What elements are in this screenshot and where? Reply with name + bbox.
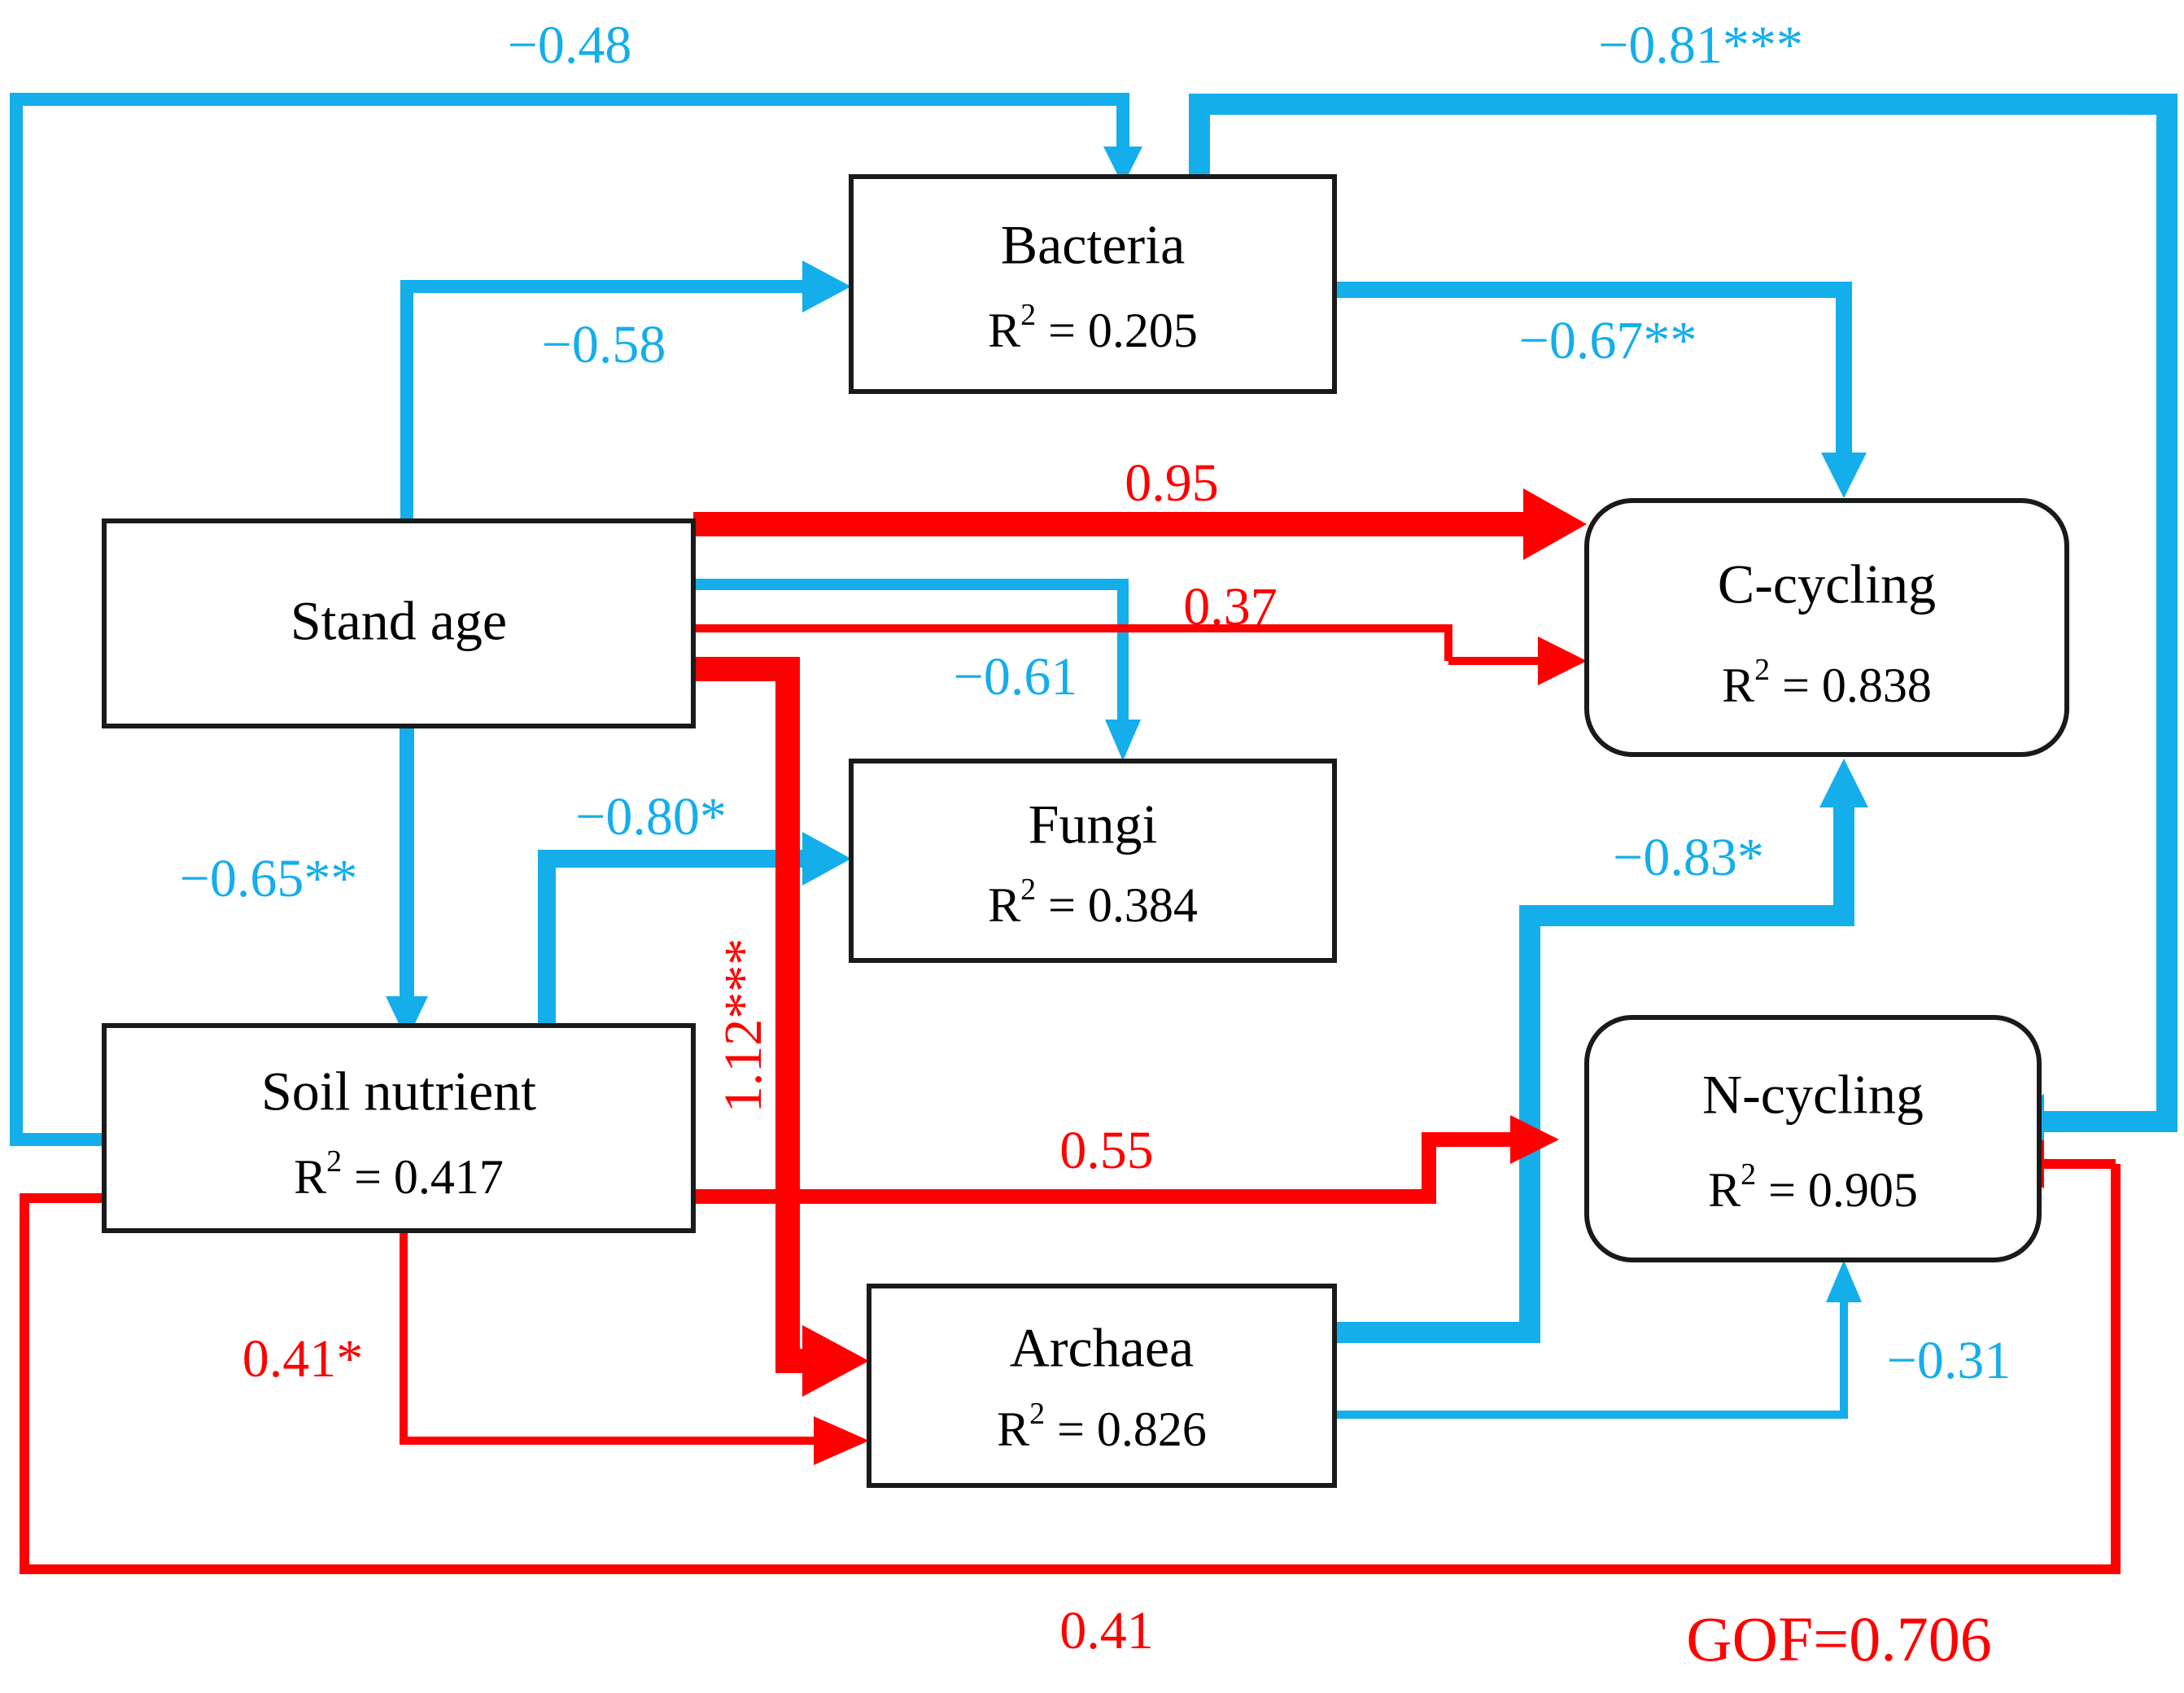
edge-label-pos-041-star: 0.41* xyxy=(242,1329,364,1389)
node-bacteria-title: Bacteria xyxy=(1001,214,1186,276)
edge-soil-to-fungi[interactable] xyxy=(538,832,851,1040)
edge-standage-to-soilnutrient[interactable] xyxy=(386,726,428,1040)
edge-label-pos-037: 0.37 xyxy=(1183,577,1278,637)
arrowhead-red xyxy=(814,1416,869,1465)
edge-archaea-to-ncycling[interactable] xyxy=(1334,1260,1862,1419)
arrowhead-blue xyxy=(1821,453,1867,498)
edge-soil-to-ncycling[interactable] xyxy=(693,1115,1559,1204)
arrowhead-blue xyxy=(802,832,851,886)
arrowhead-red xyxy=(1510,1115,1559,1164)
arrowhead-blue xyxy=(1826,1260,1862,1302)
arrowhead-blue xyxy=(1105,720,1141,761)
edge-label-neg-065: −0.65** xyxy=(180,849,358,908)
node-soil-nutrient-title: Soil nutrient xyxy=(261,1061,536,1122)
edge-label-pos-041: 0.41 xyxy=(1059,1601,1154,1660)
node-n-cycling[interactable]: N-cycling R2 = 0.905 xyxy=(1584,1015,2042,1262)
edge-standage-to-fungi[interactable] xyxy=(693,579,1141,761)
node-fungi-r2: R2 = 0.384 xyxy=(988,873,1198,932)
node-fungi-title: Fungi xyxy=(1029,794,1158,855)
node-n-cycling-r2: R2 = 0.905 xyxy=(1708,1157,1918,1217)
arrowhead-blue xyxy=(802,260,851,313)
edge-label-neg-061: −0.61 xyxy=(954,647,1078,707)
arrowhead-blue xyxy=(1819,759,1868,807)
node-bacteria[interactable]: Bacteria R2 = 0.205 xyxy=(849,174,1337,394)
edge-label-neg-048: −0.48 xyxy=(508,15,632,75)
edge-standage-to-bacteria[interactable] xyxy=(400,260,851,521)
node-fungi[interactable]: Fungi R2 = 0.384 xyxy=(849,759,1337,963)
node-soil-nutrient-r2: R2 = 0.417 xyxy=(294,1144,504,1204)
edge-label-neg-081: −0.81*** xyxy=(1598,15,1803,75)
arrowhead-red xyxy=(802,1325,869,1397)
arrowhead-blue xyxy=(1103,147,1142,186)
edge-soil-to-archaea[interactable] xyxy=(400,1227,869,1465)
node-c-cycling[interactable]: C-cycling R2 = 0.838 xyxy=(1584,498,2069,757)
arrowhead-red xyxy=(1538,637,1587,685)
edge-label-neg-080: −0.80* xyxy=(575,787,727,846)
edge-label-neg-067: −0.67** xyxy=(1519,311,1697,370)
node-archaea-r2: R2 = 0.826 xyxy=(997,1397,1207,1456)
node-bacteria-r2: R2 = 0.205 xyxy=(988,298,1198,357)
arrowhead-red xyxy=(1523,488,1587,560)
edge-label-pos-055: 0.55 xyxy=(1059,1121,1154,1180)
edge-label-pos-095: 0.95 xyxy=(1125,453,1219,513)
arrowhead-blue xyxy=(386,996,428,1040)
edge-label-neg-083: −0.83* xyxy=(1613,828,1764,887)
edge-standage-to-ccycling[interactable] xyxy=(693,488,1587,560)
edge-label-neg-058: −0.58 xyxy=(542,315,666,374)
edge-label-pos-112: 1.12*** xyxy=(714,938,773,1113)
node-soil-nutrient[interactable]: Soil nutrient R2 = 0.417 xyxy=(102,1023,696,1233)
edge-standage-to-archaea[interactable] xyxy=(693,657,869,1397)
edge-label-neg-031: −0.31 xyxy=(1887,1331,2011,1390)
gof-label: GOF=0.706 xyxy=(1686,1603,1992,1674)
node-n-cycling-title: N-cycling xyxy=(1702,1064,1924,1126)
edge-soil-to-ccycling[interactable] xyxy=(693,624,1587,685)
edge-soil-to-bacteria[interactable] xyxy=(10,93,1142,1146)
node-c-cycling-r2: R2 = 0.838 xyxy=(1722,653,1932,712)
edge-archaea-to-ccycling[interactable] xyxy=(1334,759,1868,1343)
node-c-cycling-title: C-cycling xyxy=(1718,553,1936,615)
node-archaea-title: Archaea xyxy=(1010,1317,1194,1379)
edge-bacteria-to-ccycling[interactable] xyxy=(1334,282,1867,498)
node-stand-age-title: Stand age xyxy=(290,590,507,652)
node-archaea[interactable]: Archaea R2 = 0.826 xyxy=(867,1284,1337,1488)
node-stand-age[interactable]: Stand age xyxy=(102,518,696,728)
